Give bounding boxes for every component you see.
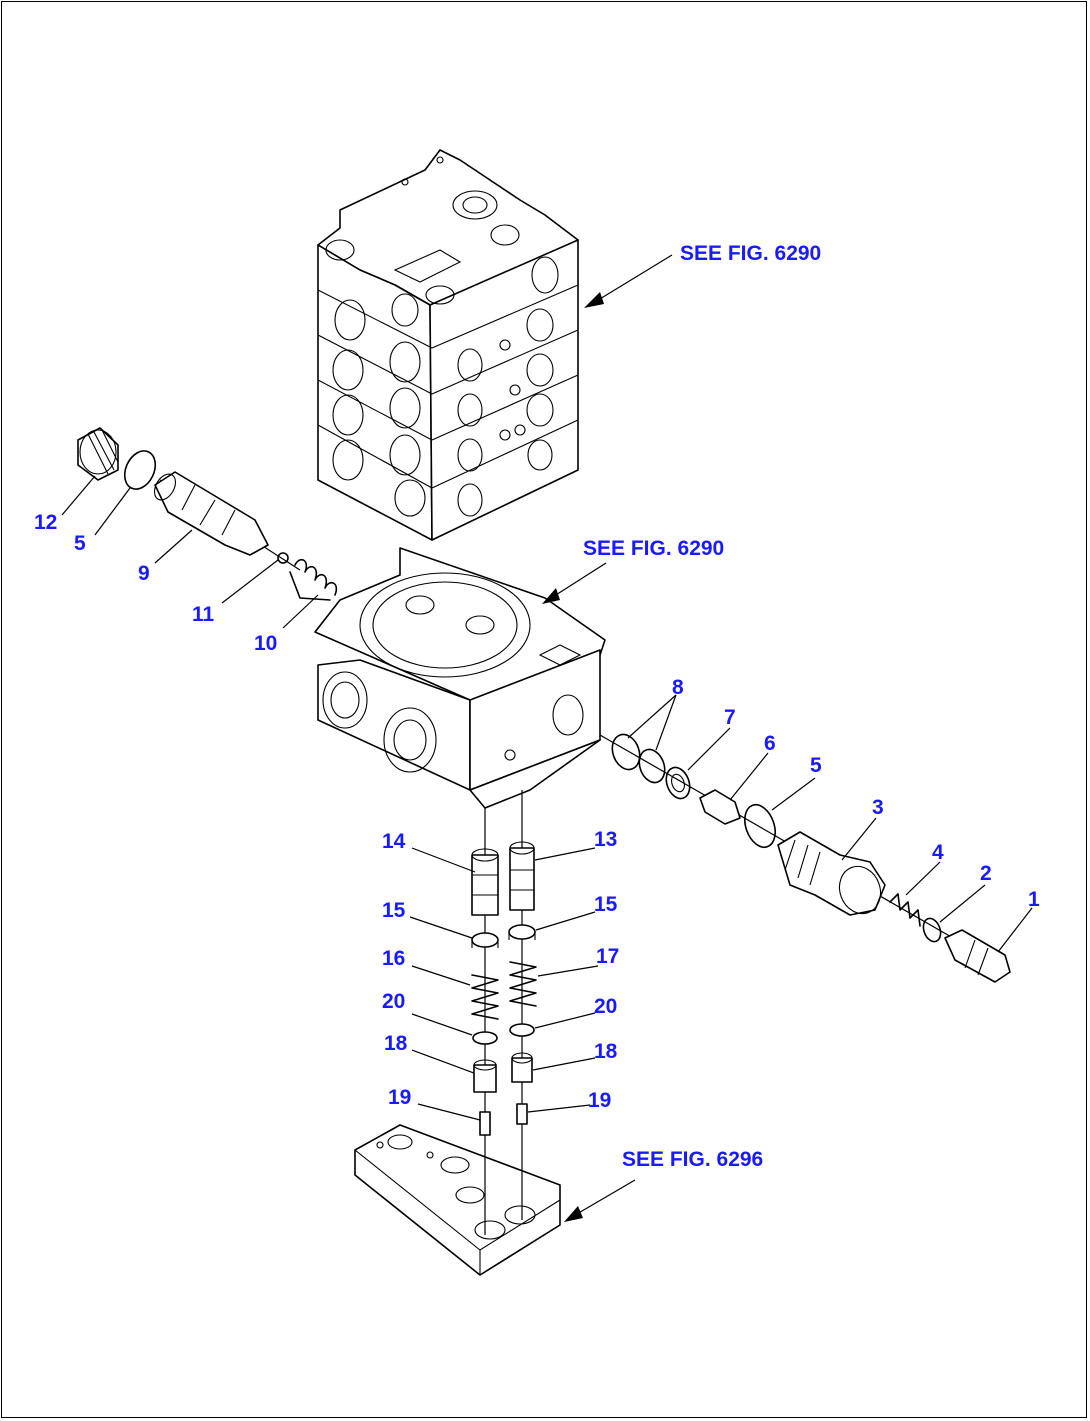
part-label-8: 8 — [672, 676, 684, 699]
part-label-2: 2 — [980, 862, 992, 885]
part-label-20-right: 20 — [594, 995, 617, 1018]
valve-stack-assembly — [317, 149, 579, 541]
part-label-12: 12 — [34, 511, 57, 534]
part-label-10: 10 — [254, 632, 277, 655]
reference-label-bottom: SEE FIG. 6296 — [622, 1148, 763, 1171]
leader-lines — [61, 475, 1033, 1121]
part-pin-19-left — [479, 1111, 491, 1136]
part-ring-7 — [665, 766, 691, 800]
part-label-18-right: 18 — [594, 1040, 618, 1063]
part-cap-18-right — [511, 1052, 533, 1083]
reference-label-middle: SEE FIG. 6290 — [583, 537, 724, 560]
part-label-7: 7 — [724, 706, 736, 729]
part-poppet-6 — [699, 789, 741, 825]
part-label-20-left: 20 — [382, 990, 405, 1013]
part-label-6: 6 — [764, 732, 776, 755]
part-label-15-left: 15 — [382, 899, 406, 922]
part-pin-19-right — [516, 1103, 528, 1125]
part-spring-4 — [889, 893, 921, 927]
part-label-1: 1 — [1028, 888, 1040, 911]
part-label-19-right: 19 — [588, 1089, 611, 1112]
part-label-13: 13 — [594, 828, 617, 851]
valve-body-assembly — [314, 547, 606, 809]
part-cap-18-left — [473, 1059, 497, 1093]
part-seat-15-right — [508, 924, 536, 940]
part-label-11: 11 — [192, 603, 215, 626]
part-label-16: 16 — [382, 947, 405, 970]
part-spring-10 — [289, 558, 338, 601]
part-adjuster-1 — [944, 929, 1011, 983]
part-plug-12 — [77, 427, 119, 481]
part-label-15-right: 15 — [594, 893, 618, 916]
part-washer-20-right — [509, 1023, 535, 1037]
part-oring-8b — [638, 748, 666, 784]
part-seat-15-left — [471, 932, 499, 948]
reference-label-top: SEE FIG. 6290 — [680, 242, 821, 265]
part-label-4: 4 — [932, 841, 944, 864]
part-oring-2 — [922, 917, 942, 943]
part-spring-17 — [509, 961, 537, 1007]
part-spool-9 — [153, 471, 269, 556]
part-oring-5-left — [123, 450, 157, 490]
part-label-14: 14 — [382, 830, 406, 853]
part-piston-14 — [471, 848, 499, 916]
part-valve-3 — [777, 831, 886, 916]
part-label-19-left: 19 — [388, 1086, 411, 1109]
part-oring-8a — [611, 733, 641, 771]
part-piston-13 — [509, 841, 535, 911]
part-label-9: 9 — [138, 562, 150, 585]
part-label-17: 17 — [596, 945, 619, 968]
part-label-3: 3 — [872, 796, 884, 819]
part-ring-11 — [277, 552, 289, 564]
part-label-5-right: 5 — [810, 754, 822, 777]
part-washer-20-left — [472, 1031, 498, 1045]
bottom-plate-assembly — [354, 1124, 561, 1276]
part-label-5-left: 5 — [74, 532, 86, 555]
assembly-centerlines — [159, 479, 1001, 1235]
part-label-18-left: 18 — [384, 1032, 408, 1055]
part-spring-16 — [471, 974, 499, 1020]
part-oring-5-right — [744, 803, 776, 849]
reference-arrows — [542, 254, 673, 1222]
